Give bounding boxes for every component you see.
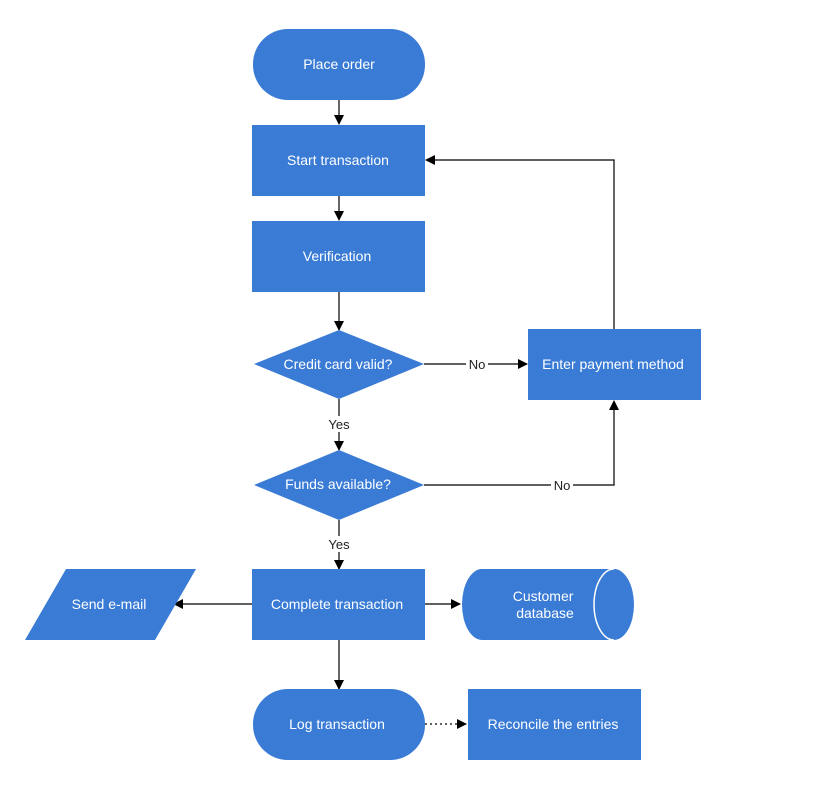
node-funds-available-label: Funds available? (285, 476, 391, 492)
node-enter-payment-method-label: Enter payment method (542, 356, 684, 372)
edge-label-card-no: No (469, 357, 486, 372)
edge-label-card-yes: Yes (328, 417, 350, 432)
edge-label-funds-no: No (554, 478, 571, 493)
edge-labels: No Yes No Yes (324, 356, 573, 552)
node-reconcile-entries-label: Reconcile the entries (488, 716, 619, 732)
node-start-transaction-label: Start transaction (287, 152, 389, 168)
node-credit-card-valid-label: Credit card valid? (284, 356, 393, 372)
edge-funds-no (424, 400, 619, 486)
node-log-transaction-label: Log transaction (289, 716, 385, 732)
node-funds-available[interactable]: Funds available? (254, 450, 424, 520)
node-start-transaction[interactable]: Start transaction (252, 125, 425, 196)
node-log-transaction[interactable]: Log transaction (253, 689, 425, 760)
node-place-order-label: Place order (303, 56, 375, 72)
node-place-order[interactable]: Place order (253, 29, 425, 100)
edge-payment-to-start (425, 155, 615, 329)
node-send-email-label: Send e-mail (72, 596, 147, 612)
node-customer-database-label: Customer database (513, 588, 578, 621)
node-enter-payment-method[interactable]: Enter payment method (528, 329, 701, 400)
node-customer-database[interactable]: Customer database (462, 568, 634, 641)
node-reconcile-entries[interactable]: Reconcile the entries (468, 689, 641, 760)
node-complete-transaction-label: Complete transaction (271, 596, 403, 612)
edge-label-funds-yes: Yes (328, 537, 350, 552)
node-complete-transaction[interactable]: Complete transaction (252, 569, 425, 640)
node-credit-card-valid[interactable]: Credit card valid? (254, 330, 424, 399)
node-send-email[interactable]: Send e-mail (25, 569, 196, 640)
node-verification[interactable]: Verification (252, 221, 425, 292)
node-verification-label: Verification (303, 248, 371, 264)
